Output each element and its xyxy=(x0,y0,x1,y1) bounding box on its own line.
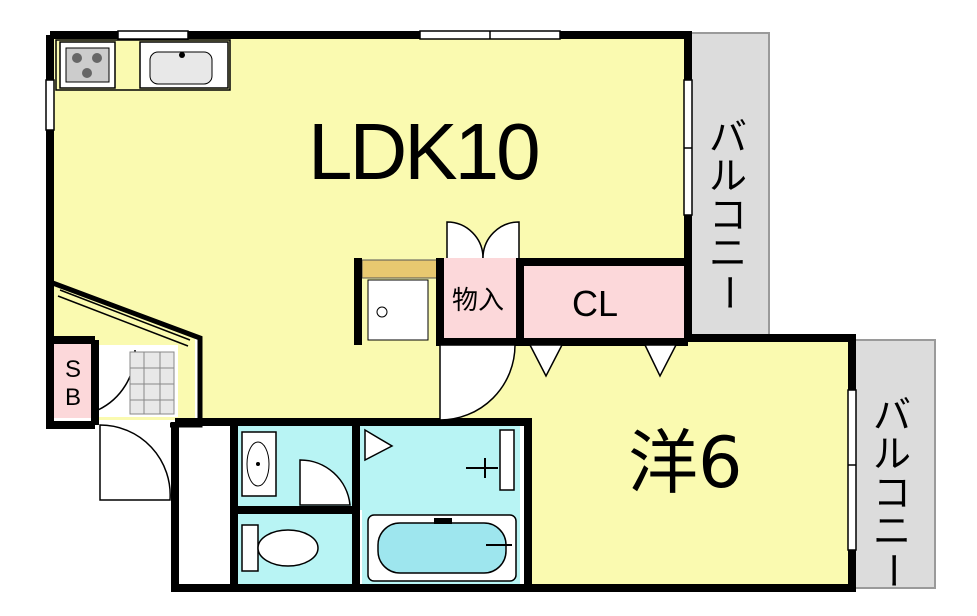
balcony-lower xyxy=(852,339,936,589)
kitchen-counter xyxy=(55,39,231,91)
washbasin-icon xyxy=(241,431,277,497)
shower-icon xyxy=(466,429,515,491)
fridge-space-icon xyxy=(367,279,429,341)
stove-icon xyxy=(59,41,116,89)
door-swing-icon xyxy=(97,221,678,506)
shoe-box-floor xyxy=(53,343,93,418)
sink-icon xyxy=(139,41,229,89)
toilet-icon xyxy=(241,524,319,572)
shelf xyxy=(361,259,439,279)
balcony-upper xyxy=(688,32,770,339)
balcony-label-upper: バルコニー xyxy=(706,115,751,312)
entrance-floor xyxy=(178,425,234,585)
shoe-storage-icon xyxy=(129,351,175,415)
closet-floor xyxy=(522,263,686,341)
room-label-western: 洋6 xyxy=(628,422,743,504)
bathtub-icon xyxy=(367,514,517,582)
room-label-closet: CL xyxy=(572,283,619,324)
walls xyxy=(46,31,856,592)
room-label-ldk: LDK10 xyxy=(308,107,541,196)
windows xyxy=(45,30,857,551)
room-label-storage: 物入 xyxy=(452,286,505,316)
balcony-label-lower: バルコニー xyxy=(870,393,915,590)
western-room-floor xyxy=(528,340,853,588)
storage-floor xyxy=(443,258,519,341)
